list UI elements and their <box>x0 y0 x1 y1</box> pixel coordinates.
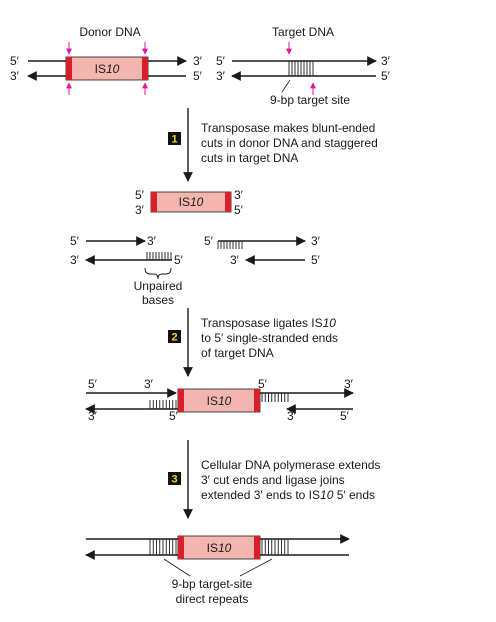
step-2: 2 Transposase ligates IS10 to 5′ single-… <box>168 308 338 377</box>
target-bottom-5prime: 5′ <box>381 69 391 83</box>
step-3: 3 Cellular DNA polymerase extends 3′ cut… <box>168 440 380 519</box>
lig-left-top-5prime: 5′ <box>88 377 98 391</box>
donor-dna-panel: Donor DNA 5′ 3′ 3′ 5′ IS10 <box>10 25 203 95</box>
repeat-leader-right <box>239 558 273 577</box>
lig-left-single-strand-gap <box>149 400 177 409</box>
cut-right-top-3prime: 3′ <box>311 234 321 248</box>
target-site-label: 9-bp target site <box>270 93 350 107</box>
target-site-leader <box>281 79 291 93</box>
unpaired-bases-brace <box>144 267 172 280</box>
donor-bottom-3prime: 3′ <box>10 69 20 83</box>
excised-is10-label: IS10 <box>179 195 204 209</box>
step-3-line-1: Cellular DNA polymerase extends <box>201 458 380 472</box>
target-dna-title: Target DNA <box>272 25 334 39</box>
step-1-line-3: cuts in target DNA <box>201 151 298 165</box>
step-1: 1 Transposase makes blunt-ended cuts in … <box>168 108 378 182</box>
step-1-badge <box>168 132 181 145</box>
step-2-line-3: of target DNA <box>201 346 274 360</box>
donor-is10-right-end <box>142 57 148 80</box>
final-is10-label: IS10 <box>207 541 232 555</box>
step-3-line-2: 3′ cut ends and ligase joins <box>201 473 345 487</box>
lig-right-bottom-3prime: 3′ <box>287 409 297 423</box>
unpaired-bases-left <box>146 252 172 260</box>
target-dna-panel: Target DNA 5′ 3′ 3′ 5′ 9-bp target site <box>216 25 391 107</box>
cut-left-bottom-3prime: 3′ <box>70 253 80 267</box>
step-1-number: 1 <box>171 134 177 146</box>
unpaired-label-line-1: Unpaired <box>134 279 183 293</box>
target-bottom-3prime: 3′ <box>216 69 226 83</box>
step-3-number: 3 <box>171 474 177 486</box>
lig-right-bottom-5prime: 5′ <box>340 409 350 423</box>
step-2-badge <box>168 330 181 343</box>
lig-left-bottom-3prime: 3′ <box>88 409 98 423</box>
step-1-line-1: Transposase makes blunt-ended <box>201 121 375 135</box>
target-top-5prime: 5′ <box>216 54 226 68</box>
cut-right-bottom-5prime: 5′ <box>311 253 321 267</box>
lig-right-single-strand-gap <box>261 393 289 402</box>
final-product: IS10 9-bp target-site direct repeats <box>85 534 350 606</box>
donor-is10-label: IS10 <box>95 62 120 76</box>
step-1-line-2: cuts in donor DNA and staggered <box>201 136 378 150</box>
donor-top-3prime: 3′ <box>193 54 203 68</box>
final-left-direct-repeat <box>149 539 177 555</box>
repeat-leader-left <box>163 558 191 577</box>
unpaired-bases-right <box>217 241 243 249</box>
final-is10-left-end <box>178 536 184 559</box>
step-3-line-3: extended 3′ ends to IS10 5′ ends <box>201 488 375 502</box>
direct-repeats-label-line-2: direct repeats <box>176 592 249 606</box>
cut-left-bottom-5prime: 5′ <box>174 253 184 267</box>
excised-bottom-3prime: 3′ <box>135 203 145 217</box>
cut-target-right: 5′ 3′ 3′ 5′ <box>204 234 321 267</box>
excised-is10-right-end <box>225 192 231 212</box>
excised-is10: 5′ 3′ 3′ 5′ IS10 <box>135 188 244 217</box>
excised-top-3prime: 3′ <box>234 188 244 202</box>
cut-right-top-5prime: 5′ <box>204 234 214 248</box>
cut-left-top-3prime: 3′ <box>147 234 157 248</box>
lig-is10-label: IS10 <box>207 394 232 408</box>
ligated-intermediate: 5′ 3′ 3′ 5′ 5′ 3′ 3′ 5′ IS10 <box>85 377 354 423</box>
step-2-number: 2 <box>171 332 177 344</box>
donor-is10-left-end <box>66 57 72 80</box>
lig-left-bottom-5prime: 5′ <box>169 409 179 423</box>
lig-is10-right-end <box>254 389 260 412</box>
cut-left-top-5prime: 5′ <box>70 234 80 248</box>
target-site-base-pairs <box>288 61 314 76</box>
donor-bottom-5prime: 5′ <box>193 69 203 83</box>
cut-target-left: 5′ 3′ 3′ 5′ Unpaired bases <box>70 234 184 307</box>
lig-right-top-3prime: 3′ <box>344 377 354 391</box>
lig-right-top-5prime: 5′ <box>258 377 268 391</box>
target-top-3prime: 3′ <box>381 54 391 68</box>
unpaired-label-line-2: bases <box>142 293 174 307</box>
step-3-badge <box>168 472 181 485</box>
step-2-line-1: Transposase ligates IS10 <box>201 316 336 330</box>
excised-top-5prime: 5′ <box>135 188 145 202</box>
donor-top-5prime: 5′ <box>10 54 20 68</box>
excised-is10-left-end <box>151 192 157 212</box>
direct-repeats-label-line-1: 9-bp target-site <box>172 577 253 591</box>
final-is10-right-end <box>254 536 260 559</box>
lig-left-top-3prime: 3′ <box>144 377 154 391</box>
lig-is10-left-end <box>178 389 184 412</box>
excised-bottom-5prime: 5′ <box>234 203 244 217</box>
donor-dna-title: Donor DNA <box>79 25 140 39</box>
step-2-line-2: to 5′ single-stranded ends <box>201 331 338 345</box>
final-right-direct-repeat <box>261 539 289 555</box>
cut-right-bottom-3prime: 3′ <box>230 253 240 267</box>
